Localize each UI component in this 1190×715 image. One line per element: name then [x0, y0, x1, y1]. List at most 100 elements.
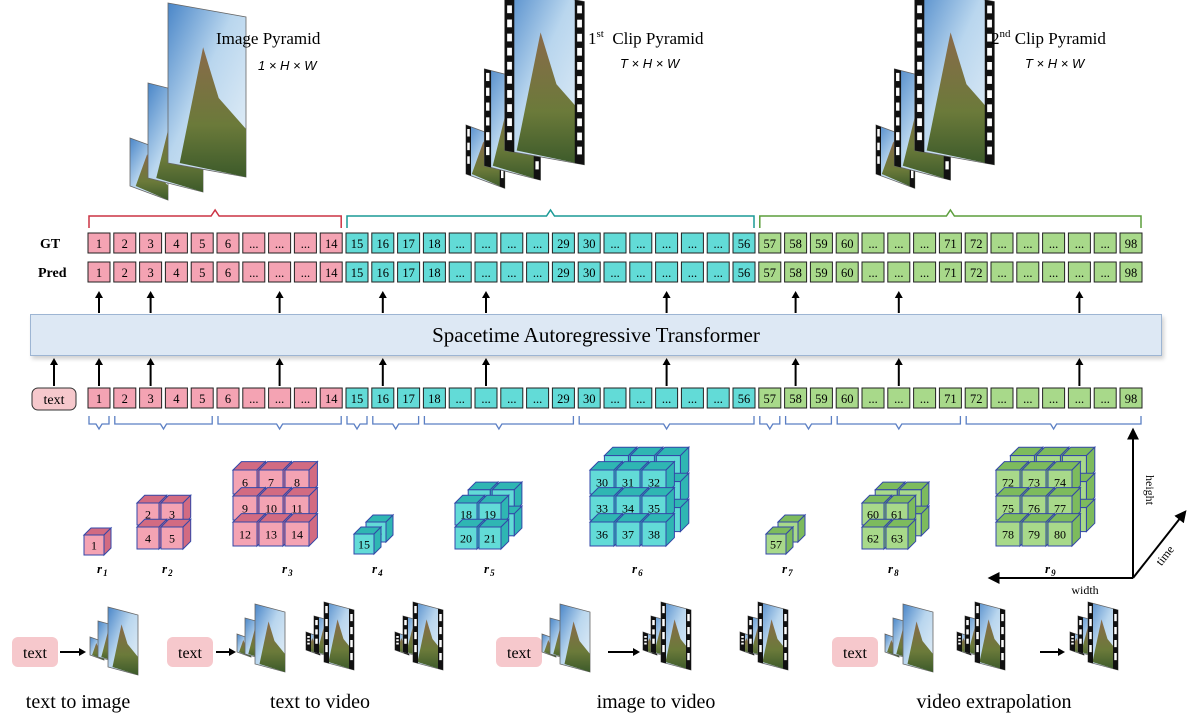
pred-token-label: ...	[1075, 266, 1084, 280]
cube-label: 3	[169, 508, 175, 522]
gt-token: ...	[629, 232, 653, 254]
input-token-label: 30	[583, 392, 596, 406]
input-token-label: 1	[96, 392, 102, 406]
cube-label: 31	[622, 476, 634, 490]
task-arrow	[60, 648, 86, 656]
pred-token-label: 59	[815, 266, 828, 280]
input-arrows	[50, 358, 1084, 386]
pred-token-label: 4	[173, 266, 180, 280]
input-token: 60	[835, 387, 859, 409]
mini-pyramid	[305, 601, 355, 671]
clip-pyramid-1-illustration	[465, 0, 585, 189]
input-token: ...	[500, 387, 524, 409]
input-token-label: 60	[841, 392, 854, 406]
text-token: text	[31, 387, 77, 411]
input-token: 18	[422, 387, 446, 409]
pred-token-label: ...	[636, 266, 645, 280]
cube-label: 62	[867, 532, 879, 546]
gt-token: 57	[758, 232, 782, 254]
pred-token: 6	[216, 261, 240, 283]
gt-token-label: 5	[199, 237, 205, 251]
input-token-label: ...	[507, 392, 516, 406]
pred-token: ...	[913, 261, 937, 283]
input-token-label: 29	[557, 392, 570, 406]
gt-token-label: 17	[402, 237, 415, 251]
pred-token: ...	[242, 261, 266, 283]
pred-token: 71	[938, 261, 962, 283]
task-label: video extrapolation	[917, 691, 1072, 713]
photo-frame	[660, 601, 692, 671]
photo-frame	[167, 2, 247, 178]
photo-frame	[323, 601, 355, 671]
input-token: 17	[397, 387, 421, 409]
pred-token: ...	[706, 261, 730, 283]
input-token-label: 14	[325, 392, 338, 406]
input-token: ...	[913, 387, 937, 409]
task-text-label: text	[507, 645, 532, 662]
cube-label: 10	[265, 502, 277, 516]
pred-arrow	[791, 291, 800, 313]
pred-token: ...	[474, 261, 498, 283]
pred-token: 72	[964, 261, 988, 283]
gt-token: ...	[448, 232, 472, 254]
input-token: 57	[758, 387, 782, 409]
input-arrow	[50, 358, 58, 386]
task-text-input: text	[496, 637, 542, 667]
photo-frame	[559, 603, 591, 673]
pred-token: 56	[732, 261, 756, 283]
gt-token: 18	[422, 232, 446, 254]
pred-token-label: ...	[1101, 266, 1110, 280]
clip-pyramid-2-dims: T × H × W	[1025, 56, 1086, 71]
pred-token-label: 72	[970, 266, 983, 280]
pred-token-label: 56	[738, 266, 751, 280]
gt-token-label: ...	[1049, 237, 1058, 251]
gt-token-label: ...	[997, 237, 1006, 251]
pred-arrow	[146, 291, 155, 313]
gt-token: ...	[1016, 232, 1040, 254]
gt-token-label: 29	[557, 237, 570, 251]
group-braces-bottom	[88, 416, 1142, 431]
pred-token-label: 71	[944, 266, 957, 280]
cube-label: 73	[1028, 476, 1040, 490]
cube-label: 60	[867, 508, 879, 522]
cube-label: 63	[891, 532, 903, 546]
gt-token: ...	[500, 232, 524, 254]
gt-token-label: ...	[662, 237, 671, 251]
input-token-label: 71	[944, 392, 957, 406]
mini-pyramid	[1069, 601, 1119, 671]
gt-token-label: 6	[225, 237, 231, 251]
gt-token-label: ...	[868, 237, 877, 251]
pred-token: 5	[190, 261, 214, 283]
input-token: 16	[371, 387, 395, 409]
task-text-input: text	[832, 637, 878, 667]
input-token-label: ...	[301, 392, 310, 406]
input-token-label: ...	[1049, 392, 1058, 406]
input-token-label: 3	[147, 392, 153, 406]
mini-pyramid	[394, 601, 444, 671]
cube-label: 4	[145, 532, 151, 546]
scale-brace	[423, 416, 575, 431]
scale-brace	[114, 416, 213, 431]
cube-label: 21	[484, 532, 496, 546]
gt-token-label: 14	[325, 237, 338, 251]
clip-pyramid-2-title: 2nd Clip Pyramid	[991, 28, 1106, 48]
gt-token: ...	[603, 232, 627, 254]
image-pyramid-title: Image Pyramid	[216, 29, 321, 48]
pred-token: 57	[758, 261, 782, 283]
gt-token: 98	[1119, 232, 1143, 254]
input-token-label: 56	[738, 392, 751, 406]
scale-label: r8	[888, 561, 899, 578]
input-token: 29	[551, 387, 575, 409]
pred-token-label: 30	[583, 266, 596, 280]
gt-token: 6	[216, 232, 240, 254]
pred-token-label: 5	[199, 266, 205, 280]
pred-token: 16	[371, 261, 395, 283]
input-token: 3	[139, 387, 163, 409]
time-axis-label: time	[1153, 543, 1177, 568]
gt-token-label: ...	[507, 237, 516, 251]
pred-token-label: ...	[301, 266, 310, 280]
cube-label: 1	[91, 539, 97, 553]
